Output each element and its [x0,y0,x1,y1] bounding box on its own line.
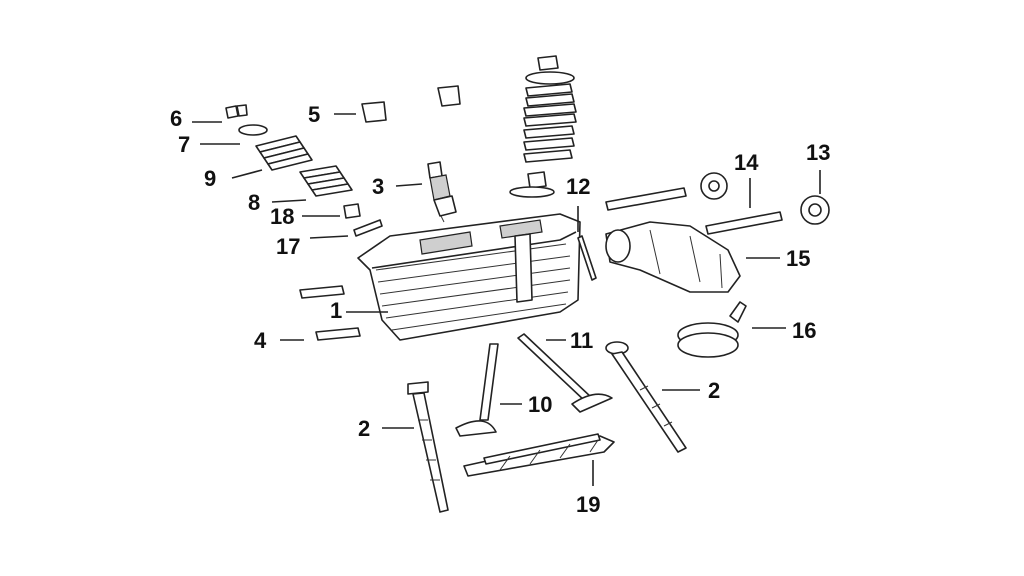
valve-springs-center [509,71,577,198]
label-part-2-left: 2 [358,416,370,441]
label-part-3: 3 [372,174,384,199]
valve-stem-seals [361,85,461,123]
label-part-12: 12 [566,174,590,199]
label-part-9: 9 [204,166,216,191]
label-part-1: 1 [330,298,342,323]
label-part-6: 6 [170,106,182,131]
spark-plug [427,161,457,223]
label-part-19: 19 [576,492,600,517]
valve-10 [455,343,499,437]
stud-right [605,341,687,453]
label-part-2-right: 2 [708,378,720,403]
label-part-18: 18 [270,204,294,229]
hose-clamp [677,301,747,358]
label-part-17: 17 [276,234,300,259]
label-part-14: 14 [734,150,759,175]
label-part-10: 10 [528,392,552,417]
intake-manifold [605,221,741,293]
valve-11 [517,333,613,413]
label-part-15: 15 [786,246,810,271]
spring-seat [343,203,383,237]
label-part-5: 5 [308,102,320,127]
studs-14 [605,172,783,235]
stud-left [407,381,449,513]
cam-assembly [463,433,615,477]
dowel-pins [299,285,361,341]
label-part-16: 16 [792,318,816,343]
gasket-12 [577,235,597,281]
label-part-4: 4 [254,328,267,353]
label-part-11: 11 [570,328,593,353]
flange-nut-13 [800,195,830,225]
label-part-13: 13 [806,140,830,165]
cylinder-head [357,213,581,341]
valve-springs-left [255,135,353,197]
label-part-8: 8 [248,190,260,215]
label-part-7: 7 [178,132,190,157]
leader-lines [192,113,821,486]
valve-keepers [225,55,559,136]
